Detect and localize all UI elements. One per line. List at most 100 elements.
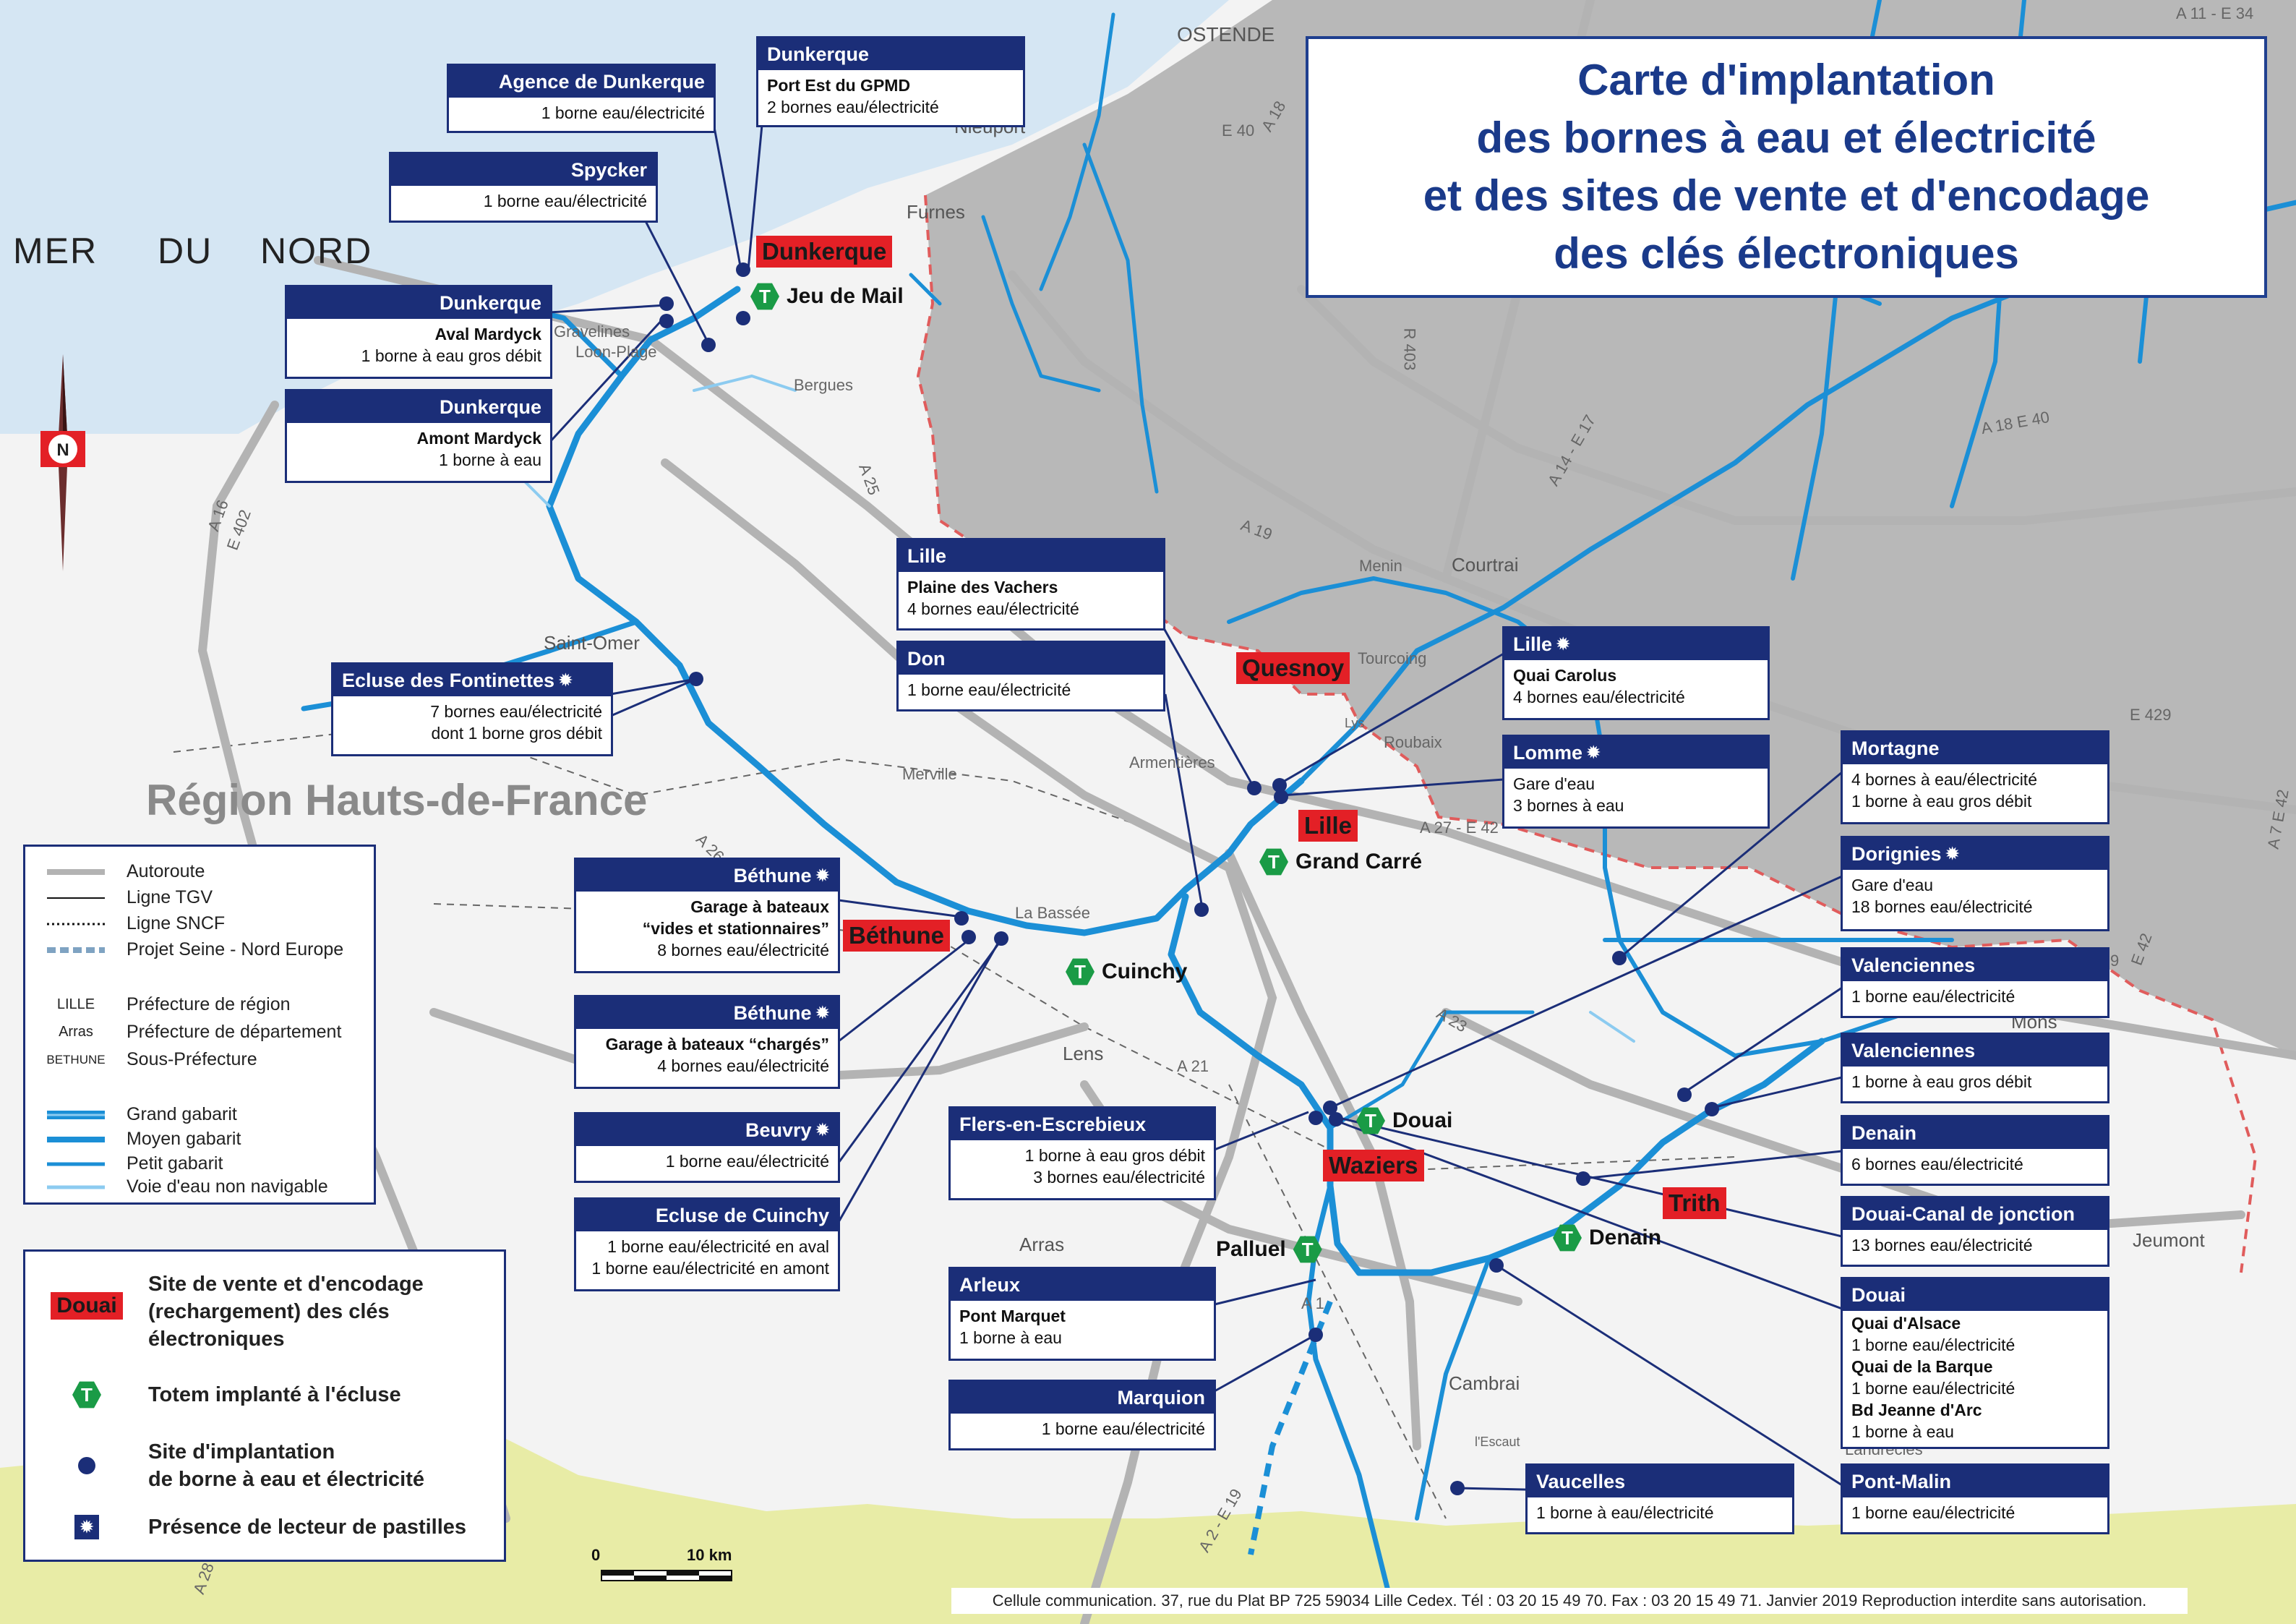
pastille-reader-icon: ✹ bbox=[815, 1121, 829, 1139]
callout-header: Agence de Dunkerque bbox=[449, 66, 714, 98]
callout-line: dont 1 borne gros débit bbox=[431, 724, 602, 743]
callout-line: 4 bornes eau/électricité bbox=[1513, 688, 1685, 706]
callout-header: Béthune bbox=[733, 865, 812, 886]
south-area bbox=[0, 1424, 2296, 1624]
moyen-gabarit-symbol bbox=[47, 1136, 105, 1142]
totem-denain: T Denain bbox=[1553, 1223, 1661, 1252]
callout-header: Lille bbox=[899, 540, 1163, 572]
callout-header: Spycker bbox=[391, 154, 656, 186]
place-lescaut: l'Escaut bbox=[1475, 1435, 1520, 1449]
callout-line: Pont Marquet bbox=[959, 1307, 1066, 1325]
road-a11e34: A 11 - E 34 bbox=[2176, 4, 2254, 22]
callout-line: Bd Jeanne d'Arc bbox=[1851, 1401, 1982, 1419]
place-bergues: Bergues bbox=[794, 376, 853, 394]
legend-item-prefecture-region: LILLE Préfecture de région bbox=[25, 994, 291, 1015]
compass-icon: N bbox=[40, 354, 85, 571]
callout-header: Béthune bbox=[733, 1002, 812, 1024]
callout-line: 1 borne eau/électricité en amont bbox=[591, 1259, 829, 1278]
legend-sites: Douai Site de vente et d'encodage (recha… bbox=[23, 1249, 506, 1562]
legend-item-sous-prefecture: BETHUNE Sous-Préfecture bbox=[25, 1049, 257, 1070]
callout-header: Dunkerque bbox=[758, 38, 1023, 70]
callout-header: Don bbox=[899, 643, 1163, 675]
callout-line: 1 borne à eau gros débit bbox=[1851, 792, 2032, 811]
callout-header: Flers-en-Escrebieux bbox=[951, 1108, 1214, 1140]
callout-line: 1 borne eau/électricité bbox=[1851, 1503, 2016, 1522]
callout-header: Douai-Canal de jonction bbox=[1843, 1198, 2107, 1230]
callout-header: Dunkerque bbox=[287, 391, 550, 423]
callout-header: Mortagne bbox=[1843, 732, 2107, 764]
callout-line: 8 bornes eau/électricité bbox=[657, 941, 829, 960]
title-box: Carte d'implantation des bornes à eau et… bbox=[1306, 36, 2267, 298]
legend-item-non-navigable: Voie d'eau non navigable bbox=[25, 1176, 328, 1197]
sales-site-lille: Lille bbox=[1298, 810, 1358, 842]
pastille-reader-icon: ✹ bbox=[1587, 743, 1601, 761]
sea-label-nord: NORD bbox=[260, 231, 373, 271]
callout-header: Dorignies bbox=[1851, 843, 1942, 865]
callout-line: 1 borne eau/électricité bbox=[1851, 987, 2016, 1006]
legend-label: Projet Seine - Nord Europe bbox=[127, 939, 344, 960]
callout-line: 4 bornes eau/électricité bbox=[657, 1056, 829, 1075]
callout-line: 1 borne eau/électricité bbox=[1851, 1379, 2016, 1398]
callout-header: Marquion bbox=[951, 1382, 1214, 1414]
place-ostende: OSTENDE bbox=[1177, 23, 1275, 46]
callout-header: Beuvry bbox=[745, 1119, 812, 1141]
petit-gabarit-symbol bbox=[47, 1162, 105, 1166]
callout-line: Quai de la Barque bbox=[1851, 1357, 1993, 1376]
title-line-2: des bornes à eau et électricité bbox=[1476, 114, 2096, 162]
callout-line: 18 bornes eau/électricité bbox=[1851, 897, 2033, 916]
region-label: Région Hauts-de-France bbox=[146, 776, 648, 824]
callout-line: 1 borne eau/électricité bbox=[483, 192, 647, 210]
legend-item-prefecture-dep: Arras Préfecture de département bbox=[25, 1022, 341, 1043]
non-navigable-symbol bbox=[47, 1185, 105, 1189]
legend-label: Ligne TGV bbox=[127, 887, 213, 907]
callout-line: Port Est du GPMD bbox=[767, 76, 911, 95]
callout-line: Gare d'eau bbox=[1851, 876, 1934, 894]
place-furnes: Furnes bbox=[907, 201, 965, 223]
totem-label: Douai bbox=[1392, 1108, 1453, 1132]
compass-letter: N bbox=[56, 440, 69, 460]
totem-palluel: T Palluel bbox=[1216, 1235, 1322, 1264]
totem-icon: T bbox=[1356, 1107, 1385, 1134]
road-a1: A 1 bbox=[1301, 1294, 1324, 1312]
totem-douai: T Douai bbox=[1356, 1106, 1452, 1135]
legend-sym: Arras bbox=[59, 1024, 93, 1040]
tgv-symbol bbox=[47, 897, 105, 899]
footer-credits: Cellule communication. 37, rue du Plat B… bbox=[951, 1588, 2188, 1614]
totem-label: Denain bbox=[1589, 1226, 1662, 1249]
callout-line: Gare d'eau bbox=[1513, 774, 1595, 793]
callout-bethune-charges: Béthune✹ Garage à bateaux “chargés”4 bor… bbox=[574, 995, 840, 1089]
totem-icon: T bbox=[1553, 1224, 1582, 1252]
legend-label: Préfecture de région bbox=[127, 994, 291, 1014]
pastille-reader-icon: ✹ bbox=[815, 866, 829, 884]
callout-line: 7 bornes eau/électricité bbox=[430, 702, 602, 721]
legend-sym: BETHUNE bbox=[46, 1052, 106, 1067]
autoroute-symbol bbox=[47, 868, 105, 875]
callout-header: Vaucelles bbox=[1528, 1466, 1792, 1497]
legend-label: Voie d'eau non navigable bbox=[127, 1176, 328, 1197]
sncf-symbol bbox=[47, 923, 105, 925]
callout-line: 1 borne eau/électricité bbox=[1851, 1335, 2016, 1354]
callout-header: Douai bbox=[1843, 1279, 2107, 1311]
callout-line: 3 bornes eau/électricité bbox=[1033, 1168, 1205, 1187]
callout-header: Denain bbox=[1843, 1117, 2107, 1149]
callout-line: Garage à bateaux bbox=[690, 897, 829, 916]
callout-line: 1 borne eau/électricité bbox=[1041, 1419, 1205, 1438]
legend-item-moyen-gabarit: Moyen gabarit bbox=[25, 1129, 241, 1150]
place-arras: Arras bbox=[1019, 1234, 1065, 1255]
callout-line: 2 bornes eau/électricité bbox=[767, 98, 939, 116]
callout-header: Dunkerque bbox=[287, 287, 550, 319]
place-jeumont: Jeumont bbox=[2133, 1229, 2205, 1251]
sales-site-trith: Trith bbox=[1663, 1187, 1726, 1219]
callout-line: 1 borne eau/électricité bbox=[907, 680, 1071, 699]
callout-line: 1 borne à eau bbox=[959, 1328, 1062, 1347]
callout-don: Don 1 borne eau/électricité bbox=[896, 641, 1165, 711]
scale-bar-graphic bbox=[601, 1570, 732, 1581]
legend-label: Site d'implantation bbox=[148, 1440, 335, 1463]
road-a21: A 21 bbox=[1177, 1057, 1209, 1075]
road-e429: E 429 bbox=[2130, 706, 2172, 724]
legend-label: Ligne SNCF bbox=[127, 913, 226, 933]
place-saintomer: Saint-Omer bbox=[544, 632, 640, 654]
callout-line: Quai d'Alsace bbox=[1851, 1314, 1961, 1333]
legend-item-autoroute: Autoroute bbox=[25, 861, 205, 882]
callout-beuvry: Beuvry✹ 1 borne eau/électricité bbox=[574, 1112, 840, 1183]
